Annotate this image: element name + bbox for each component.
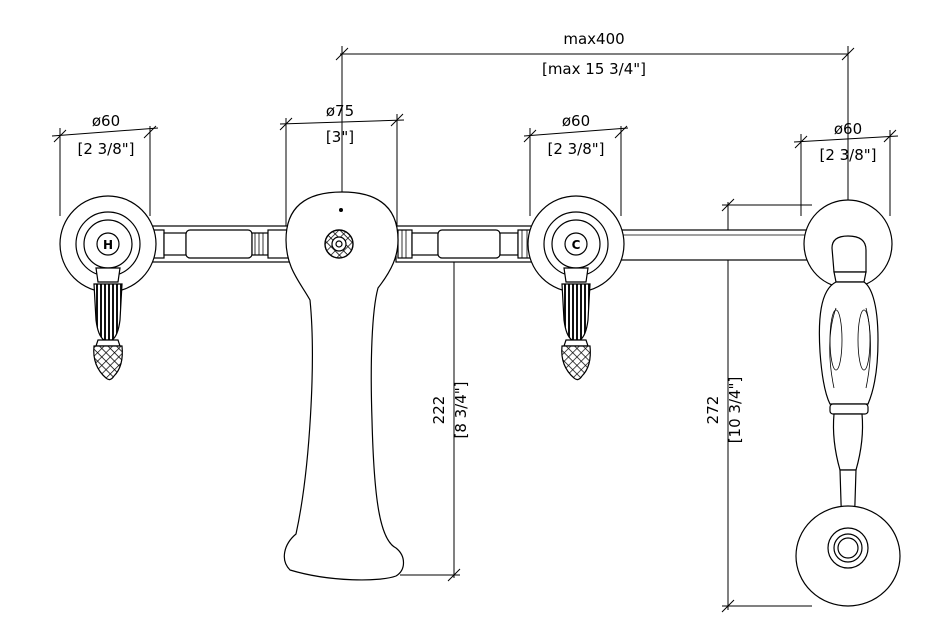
pipe-hot-to-spout <box>145 225 297 263</box>
dimension-max400 <box>335 46 855 212</box>
cold-handle[interactable]: C <box>527 195 625 381</box>
label-shower-dia-mm: ø60 <box>834 120 862 138</box>
hot-indicator-label: H <box>103 238 113 252</box>
cold-indicator-label: C <box>572 238 581 252</box>
pipe-cold-to-shower <box>613 229 815 261</box>
dimension-shower-dia <box>793 129 899 216</box>
dimension-hot-handle-dia <box>51 125 159 216</box>
label-hot-dia-in: [2 3/8"] <box>77 140 134 158</box>
hot-lever-grip <box>93 283 123 341</box>
label-spout-length-in: [8 3/4"] <box>452 381 470 438</box>
pipe-spout-to-cold <box>395 225 537 263</box>
label-spout-dia-mm: ø75 <box>326 102 354 120</box>
cold-lever-knob <box>561 345 591 381</box>
hot-lever-knob <box>93 345 123 381</box>
hand-shower[interactable] <box>795 199 901 607</box>
hot-handle[interactable]: H <box>59 195 157 381</box>
dimension-spout-dia <box>279 113 405 226</box>
label-cold-dia-in: [2 3/8"] <box>547 140 604 158</box>
label-shower-length-in: [10 3/4"] <box>726 377 744 444</box>
label-max400-mm: max400 <box>563 30 624 48</box>
label-spout-dia-in: [3"] <box>326 128 354 146</box>
label-shower-dia-in: [2 3/8"] <box>819 146 876 164</box>
spout <box>283 191 405 581</box>
label-hot-dia-mm: ø60 <box>92 112 120 130</box>
label-shower-length-mm: 272 <box>704 396 722 425</box>
dimension-cold-handle-dia <box>523 125 629 216</box>
label-max400-in: [max 15 3/4"] <box>542 60 646 78</box>
dimension-shower-length <box>721 198 812 613</box>
cold-lever-grip <box>561 283 591 341</box>
label-cold-dia-mm: ø60 <box>562 112 590 130</box>
label-spout-length-mm: 222 <box>430 396 448 425</box>
shower-handle-grip <box>818 281 879 405</box>
